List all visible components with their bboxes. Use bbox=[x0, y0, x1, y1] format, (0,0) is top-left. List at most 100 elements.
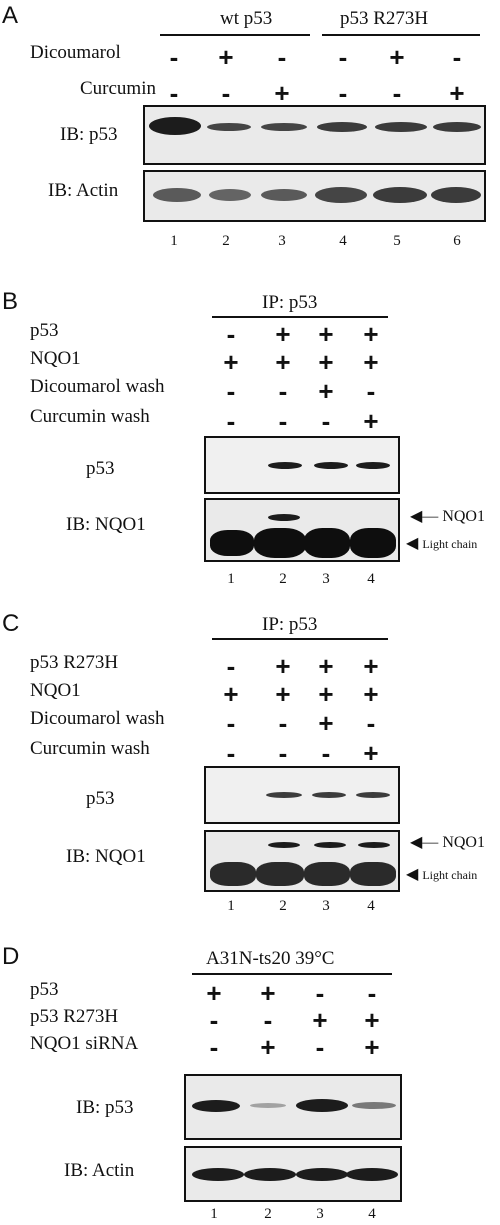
arrow-b-nqo1: ◀— NQO1 bbox=[410, 506, 485, 526]
sign-d-r1-l3: - bbox=[315, 978, 325, 1008]
sign-a-r2-l4: - bbox=[338, 78, 348, 108]
lane-c-4: 4 bbox=[367, 898, 375, 914]
sign-b-r4-l2: - bbox=[278, 406, 288, 436]
blot-d-p53 bbox=[184, 1074, 402, 1140]
sign-d-r3-l2: + bbox=[260, 1032, 276, 1062]
sign-a-r1-l1: - bbox=[169, 42, 179, 72]
condition-label-dicoumarol: Dicoumarol bbox=[30, 42, 121, 63]
arrow-c-light-chain-icon: ◀ bbox=[406, 866, 423, 883]
blot-label-b-ib-nqo1: IB: NQO1 bbox=[66, 514, 146, 535]
lane-a-3: 3 bbox=[278, 233, 286, 249]
panel-d-header-rule bbox=[192, 973, 392, 975]
sign-d-r2-l1: - bbox=[209, 1005, 219, 1035]
lane-a-5: 5 bbox=[393, 233, 401, 249]
sign-c-r2-l3: + bbox=[318, 679, 334, 709]
arrow-b-light-chain: ◀ Light chain bbox=[406, 533, 477, 553]
band-a-p53-l3 bbox=[261, 123, 307, 131]
lane-c-3: 3 bbox=[322, 898, 330, 914]
arrow-b-nqo1-label: NQO1 bbox=[442, 508, 485, 525]
lane-d-4: 4 bbox=[368, 1206, 376, 1222]
band-c-p53-l4 bbox=[356, 792, 390, 798]
band-d-actin-l4 bbox=[346, 1168, 398, 1181]
sign-c-r1-l1: - bbox=[226, 651, 236, 681]
panel-c-header-rule bbox=[212, 638, 388, 640]
arrow-c-light-chain: ◀ Light chain bbox=[406, 864, 477, 884]
panel-c-letter: C bbox=[2, 610, 20, 637]
lane-d-1: 1 bbox=[210, 1206, 218, 1222]
blot-label-ib-p53: IB: p53 bbox=[60, 124, 118, 145]
band-c-light-chain-l3 bbox=[304, 862, 350, 886]
band-a-p53-l2 bbox=[207, 123, 251, 131]
band-c-light-chain-l1 bbox=[210, 862, 256, 886]
lane-c-1: 1 bbox=[227, 898, 235, 914]
sign-b-r4-l4: + bbox=[363, 406, 379, 436]
blot-label-ib-actin: IB: Actin bbox=[48, 180, 119, 201]
band-d-actin-l1 bbox=[192, 1168, 244, 1181]
band-c-nqo1-l4 bbox=[358, 842, 390, 848]
band-d-p53-l1 bbox=[192, 1100, 240, 1112]
group-rule-p53-r273h bbox=[322, 34, 480, 36]
sign-b-r3-l3: + bbox=[318, 376, 334, 406]
sign-c-r4-l2: - bbox=[278, 738, 288, 768]
sign-d-r3-l3: - bbox=[315, 1032, 325, 1062]
arrow-c-light-chain-label: Light chain bbox=[422, 868, 478, 882]
condition-label-b-nqo1: NQO1 bbox=[30, 348, 81, 369]
band-a-actin-l4 bbox=[315, 187, 367, 203]
band-a-p53-l1 bbox=[149, 117, 201, 135]
sign-c-r2-l1: + bbox=[223, 679, 239, 709]
sign-b-r2-l2: + bbox=[275, 347, 291, 377]
sign-b-r1-l4: + bbox=[363, 319, 379, 349]
sign-c-r2-l2: + bbox=[275, 679, 291, 709]
band-b-p53-l3 bbox=[314, 462, 348, 469]
group-label-wt-p53: wt p53 bbox=[220, 8, 273, 29]
lane-d-2: 2 bbox=[264, 1206, 272, 1222]
sign-b-r3-l2: - bbox=[278, 376, 288, 406]
lane-b-1: 1 bbox=[227, 571, 235, 587]
band-a-actin-l1 bbox=[153, 188, 201, 202]
band-a-p53-l6 bbox=[433, 122, 481, 132]
band-c-p53-l2 bbox=[266, 792, 302, 798]
band-d-actin-l3 bbox=[296, 1168, 348, 1181]
blot-d-actin bbox=[184, 1146, 402, 1202]
band-d-p53-l2 bbox=[250, 1103, 286, 1108]
sign-d-r1-l4: - bbox=[367, 978, 377, 1008]
band-d-actin-l2 bbox=[244, 1168, 296, 1181]
band-b-p53-l2 bbox=[268, 462, 302, 469]
blot-label-b-p53: p53 bbox=[86, 458, 115, 479]
condition-label-c-nqo1: NQO1 bbox=[30, 680, 81, 701]
sign-b-r1-l3: + bbox=[318, 319, 334, 349]
sign-d-r3-l1: - bbox=[209, 1032, 219, 1062]
panel-d-letter: D bbox=[2, 943, 20, 970]
sign-c-r4-l1: - bbox=[226, 738, 236, 768]
lane-b-3: 3 bbox=[322, 571, 330, 587]
sign-a-r1-l3: - bbox=[277, 42, 287, 72]
sign-c-r1-l4: + bbox=[363, 651, 379, 681]
band-b-light-chain-l2 bbox=[254, 528, 306, 558]
sign-c-r1-l3: + bbox=[318, 651, 334, 681]
sign-c-r1-l2: + bbox=[275, 651, 291, 681]
sign-b-r1-l2: + bbox=[275, 319, 291, 349]
group-label-p53-r273h: p53 R273H bbox=[340, 8, 429, 29]
sign-a-r2-l1: - bbox=[169, 78, 179, 108]
condition-label-d-p53: p53 bbox=[30, 979, 59, 1000]
panel-c-header: IP: p53 bbox=[262, 614, 318, 635]
band-c-p53-l3 bbox=[312, 792, 346, 798]
sign-d-r1-l1: + bbox=[206, 978, 222, 1008]
band-b-p53-l4 bbox=[356, 462, 390, 469]
arrow-b-light-chain-icon: ◀ bbox=[406, 535, 423, 552]
panel-b-letter: B bbox=[2, 288, 19, 315]
lane-d-3: 3 bbox=[316, 1206, 324, 1222]
blot-c-p53 bbox=[204, 766, 400, 824]
band-a-actin-l3 bbox=[261, 189, 307, 201]
arrow-c-nqo1-label: NQO1 bbox=[442, 834, 485, 851]
lane-c-2: 2 bbox=[279, 898, 287, 914]
sign-a-r2-l3: + bbox=[274, 78, 290, 108]
blot-label-d-ib-p53: IB: p53 bbox=[76, 1097, 134, 1118]
band-b-light-chain-l3 bbox=[304, 528, 350, 558]
sign-a-r2-l6: + bbox=[449, 78, 465, 108]
band-d-p53-l3 bbox=[296, 1099, 348, 1112]
sign-b-r2-l1: + bbox=[223, 347, 239, 377]
lane-a-4: 4 bbox=[339, 233, 347, 249]
sign-d-r1-l2: + bbox=[260, 978, 276, 1008]
band-b-light-chain-l1 bbox=[210, 530, 254, 556]
